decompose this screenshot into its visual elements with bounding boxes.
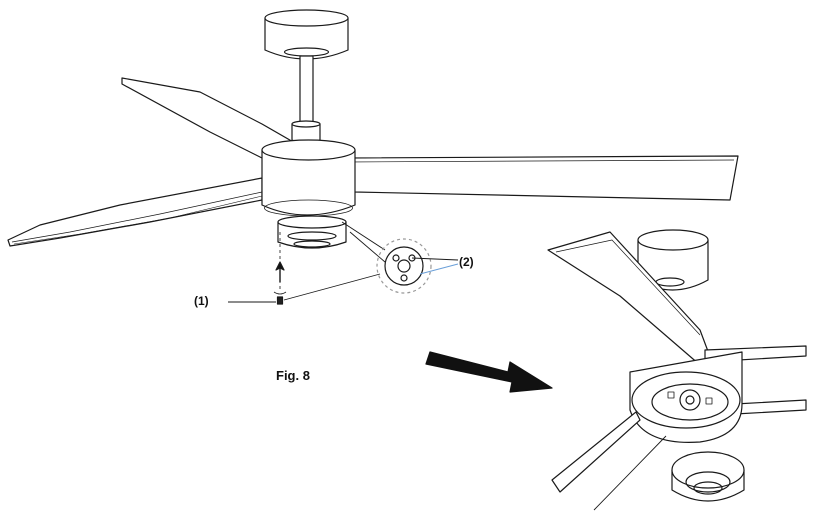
screw-1	[273, 232, 287, 305]
zoom-motor-housing	[629, 351, 743, 443]
ceiling-canopy	[264, 9, 349, 60]
direction-arrow	[425, 351, 553, 393]
screw-detail-circle	[376, 238, 432, 294]
downrod	[299, 55, 314, 125]
light-kit-plate	[277, 215, 347, 249]
fan-blade-right	[344, 155, 739, 201]
motor-housing	[261, 139, 356, 217]
zoom-blade-lower	[551, 411, 641, 493]
callout-label-2: (2)	[459, 255, 474, 269]
callout-label-1: (1)	[194, 294, 209, 308]
fan-blade-left	[7, 177, 263, 247]
zoom-light-kit	[671, 451, 745, 502]
figure-caption: Fig. 8	[276, 368, 310, 383]
zoom-canopy	[637, 229, 709, 291]
